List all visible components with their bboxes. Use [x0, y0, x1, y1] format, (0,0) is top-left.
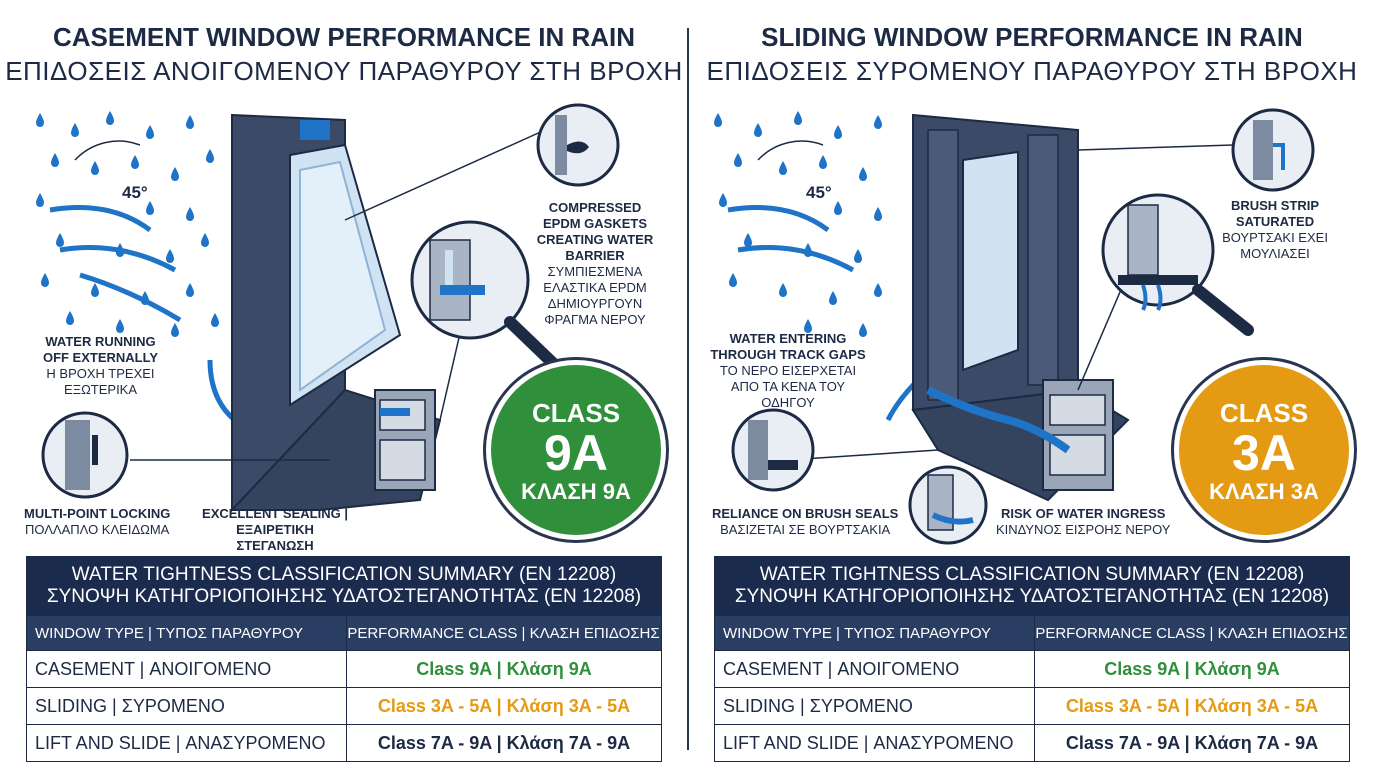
- gasket-magnifier: [536, 103, 620, 187]
- runoff-label-en: WATER RUNNING OFF EXTERNALLY: [42, 334, 159, 365]
- table-heading-en: WATER TIGHTNESS CLASSIFICATION SUMMARY (…: [71, 564, 617, 585]
- rain-angle-label: 45°: [122, 183, 148, 202]
- entering-label: WATER ENTERING THROUGH TRACK GAPS ΤΟ ΝΕΡ…: [708, 331, 868, 411]
- locking-label-gr: ΠΟΛΛΑΠΛΟ ΚΛΕΙΔΩΜΑ: [24, 522, 170, 537]
- sliding-illustration: [714, 108, 1315, 545]
- runoff-label: WATER RUNNING OFF EXTERNALLY Η ΒΡΟΧΗ ΤΡΕ…: [38, 334, 163, 398]
- table-heading-gr: ΣΥΝΟΨΗ ΚΑΤΗΓΟΡΙΟΠΟΙΗΣΗΣ ΥΔΑΤΟΣΤΕΓΑΝΟΤΗΤΑ…: [46, 586, 642, 607]
- casement-illustration: [36, 103, 620, 513]
- casement-class-badge: CLASS 9A ΚΛΑΣΗ 9A: [486, 360, 666, 540]
- profile-magnifier: [410, 220, 566, 376]
- casement-title: CASEMENT WINDOW PERFORMANCE IN RAIN: [52, 22, 636, 52]
- col-performance-class: PERFORMANCE CLASS | ΚΛΑΣΗ ΕΠΙΔΟΣΗΣ: [1034, 615, 1350, 651]
- gasket-label: COMPRESSED EPDM GASKETS CREATING WATER B…: [520, 200, 670, 328]
- row-class: Class 9A | Κλάση 9A: [1034, 650, 1350, 688]
- angle-arc: [757, 140, 824, 161]
- summary-table-right: WATER TIGHTNESS CLASSIFICATION SUMMARY (…: [714, 556, 1350, 762]
- entering-label-en: WATER ENTERING THROUGH TRACK GAPS: [710, 331, 866, 362]
- risk-label: RISK OF WATER INGRESS ΚΙΝΔΥΝΟΣ ΕΙΣΡΟΗΣ Ν…: [996, 506, 1170, 538]
- rain-angle-label: 45°: [806, 183, 832, 202]
- row-type: SLIDING | ΣΥΡΟΜΕΝΟ: [714, 687, 1035, 725]
- row-class: Class 7A - 9A | Κλάση 7A - 9A: [1034, 724, 1350, 762]
- track-magnifier: [1101, 193, 1254, 336]
- brush-magnifier: [1231, 108, 1315, 192]
- casement-frame: [229, 113, 442, 513]
- sliding-frame: [911, 113, 1130, 502]
- table-row: LIFT AND SLIDE | ΑΝΑΣΥΡΟΜΕΝΟ Class 7A - …: [714, 724, 1350, 762]
- badge-class-greek: ΚΛΑΣΗ 3A: [1209, 479, 1319, 504]
- lock-magnifier: [41, 411, 129, 499]
- brush-seal-magnifier: [731, 408, 815, 492]
- table-row: SLIDING | ΣΥΡΟΜΕΝΟ Class 3A - 5A | Κλάση…: [714, 687, 1350, 725]
- badge-class-value: 3A: [1232, 425, 1296, 481]
- row-class: Class 3A - 5A | Κλάση 3A - 5A: [1034, 687, 1350, 725]
- gasket-label-gr: ΣΥΜΠΙΕΣΜΕΝΑ ΕΛΑΣΤΙΚΑ EPDM ΔΗΜΙΟΥΡΓΟΥΝ ΦΡ…: [543, 264, 647, 327]
- brush-label-en: BRUSH STRIP SATURATED: [1230, 198, 1320, 229]
- row-class: Class 9A | Κλάση 9A: [346, 650, 662, 688]
- table-row: CASEMENT | ΑΝΟΙΓΟΜΕΝΟ Class 9A | Κλάση 9…: [714, 650, 1350, 688]
- reliance-label: RELIANCE ON BRUSH SEALS ΒΑΣΙΖΕΤΑΙ ΣΕ ΒΟΥ…: [712, 506, 898, 538]
- row-type: CASEMENT | ΑΝΟΙΓΟΜΕΝΟ: [26, 650, 347, 688]
- ingress-magnifier: [908, 465, 988, 545]
- reliance-label-en: RELIANCE ON BRUSH SEALS: [712, 506, 899, 521]
- casement-title-greek: ΕΠΙΔΟΣΕΙΣ ΑΝΟΙΓΟΜΕΝΟΥ ΠΑΡΑΘΥΡΟΥ ΣΤΗ ΒΡΟΧ…: [5, 56, 683, 86]
- casement-panel: CASEMENT WINDOW PERFORMANCE IN RAIN ΕΠΙΔ…: [5, 22, 683, 762]
- locking-label-en: MULTI-POINT LOCKING: [24, 506, 171, 521]
- brush-label: BRUSH STRIP SATURATED ΒΟΥΡΤΣΑΚΙ ΕΧΕΙ ΜΟΥ…: [1220, 198, 1330, 262]
- locking-label: MULTI-POINT LOCKING ΠΟΛΛΑΠΛΟ ΚΛΕΙΔΩΜΑ: [24, 506, 170, 538]
- col-performance-class: PERFORMANCE CLASS | ΚΛΑΣΗ ΕΠΙΔΟΣΗΣ: [346, 615, 662, 651]
- summary-table-left: WATER TIGHTNESS CLASSIFICATION SUMMARY (…: [26, 556, 662, 762]
- col-window-type: WINDOW TYPE | ΤΥΠΟΣ ΠΑΡΑΘΥΡΟΥ: [26, 615, 347, 651]
- badge-class-word: CLASS: [531, 398, 621, 428]
- risk-label-gr: ΚΙΝΔΥΝΟΣ ΕΙΣΡΟΗΣ ΝΕΡΟΥ: [996, 522, 1171, 537]
- row-class: Class 3A - 5A | Κλάση 3A - 5A: [346, 687, 662, 725]
- gasket-label-en: COMPRESSED EPDM GASKETS CREATING WATER B…: [536, 200, 654, 263]
- sealing-label: EXCELLENT SEALING | ΕΞΑΙΡΕΤΙΚΗ ΣΤΕΓΑΝΩΣΗ: [202, 506, 348, 553]
- angle-arc: [74, 140, 141, 161]
- row-type: SLIDING | ΣΥΡΟΜΕΝΟ: [26, 687, 347, 725]
- badge-class-greek: ΚΛΑΣΗ 9A: [521, 479, 631, 504]
- entering-label-gr: ΤΟ ΝΕΡΟ ΕΙΣΕΡΧΕΤΑΙ ΑΠΟ ΤΑ ΚΕΝΑ ΤΟΥ ΟΔΗΓΟ…: [719, 363, 857, 410]
- table-heading: WATER TIGHTNESS CLASSIFICATION SUMMARY (…: [714, 556, 1350, 616]
- sliding-title-greek: ΕΠΙΔΟΣΕΙΣ ΣΥΡΟΜΕΝΟΥ ΠΑΡΑΘΥΡΟΥ ΣΤΗ ΒΡΟΧΗ: [706, 56, 1358, 86]
- brush-label-gr: ΒΟΥΡΤΣΑΚΙ ΕΧΕΙ ΜΟΥΛΙΑΣΕΙ: [1222, 230, 1328, 261]
- panel-divider: [687, 28, 689, 750]
- row-type: LIFT AND SLIDE | ΑΝΑΣΥΡΟΜΕΝΟ: [26, 724, 347, 762]
- table-heading-en: WATER TIGHTNESS CLASSIFICATION SUMMARY (…: [759, 564, 1305, 585]
- col-window-type: WINDOW TYPE | ΤΥΠΟΣ ΠΑΡΑΘΥΡΟΥ: [714, 615, 1035, 651]
- row-class: Class 7A - 9A | Κλάση 7A - 9A: [346, 724, 662, 762]
- sliding-panel: SLIDING WINDOW PERFORMANCE IN RAIN ΕΠΙΔΟ…: [688, 0, 1376, 768]
- table-row: CASEMENT | ΑΝΟΙΓΟΜΕΝΟ Class 9A | Κλάση 9…: [26, 650, 662, 688]
- table-row: SLIDING | ΣΥΡΟΜΕΝΟ Class 3A - 5A | Κλάση…: [26, 687, 662, 725]
- risk-label-en: RISK OF WATER INGRESS: [1001, 506, 1166, 521]
- row-type: CASEMENT | ΑΝΟΙΓΟΜΕΝΟ: [714, 650, 1035, 688]
- table-heading: WATER TIGHTNESS CLASSIFICATION SUMMARY (…: [26, 556, 662, 616]
- reliance-label-gr: ΒΑΣΙΖΕΤΑΙ ΣΕ ΒΟΥΡΤΣΑΚΙΑ: [720, 522, 891, 537]
- table-row: LIFT AND SLIDE | ΑΝΑΣΥΡΟΜΕΝΟ Class 7A - …: [26, 724, 662, 762]
- row-type: LIFT AND SLIDE | ΑΝΑΣΥΡΟΜΕΝΟ: [714, 724, 1035, 762]
- badge-class-word: CLASS: [1219, 398, 1309, 428]
- table-heading-gr: ΣΥΝΟΨΗ ΚΑΤΗΓΟΡΙΟΠΟΙΗΣΗΣ ΥΔΑΤΟΣΤΕΓΑΝΟΤΗΤΑ…: [734, 586, 1330, 607]
- badge-class-value: 9A: [544, 425, 608, 481]
- runoff-label-gr: Η ΒΡΟΧΗ ΤΡΕΧΕΙ ΕΞΩΤΕΡΙΚΑ: [46, 366, 155, 397]
- rain-drops: [36, 111, 219, 337]
- rain-drops: [714, 111, 882, 337]
- sliding-title: SLIDING WINDOW PERFORMANCE IN RAIN: [761, 22, 1303, 52]
- sliding-class-badge: CLASS 3A ΚΛΑΣΗ 3A: [1174, 360, 1354, 540]
